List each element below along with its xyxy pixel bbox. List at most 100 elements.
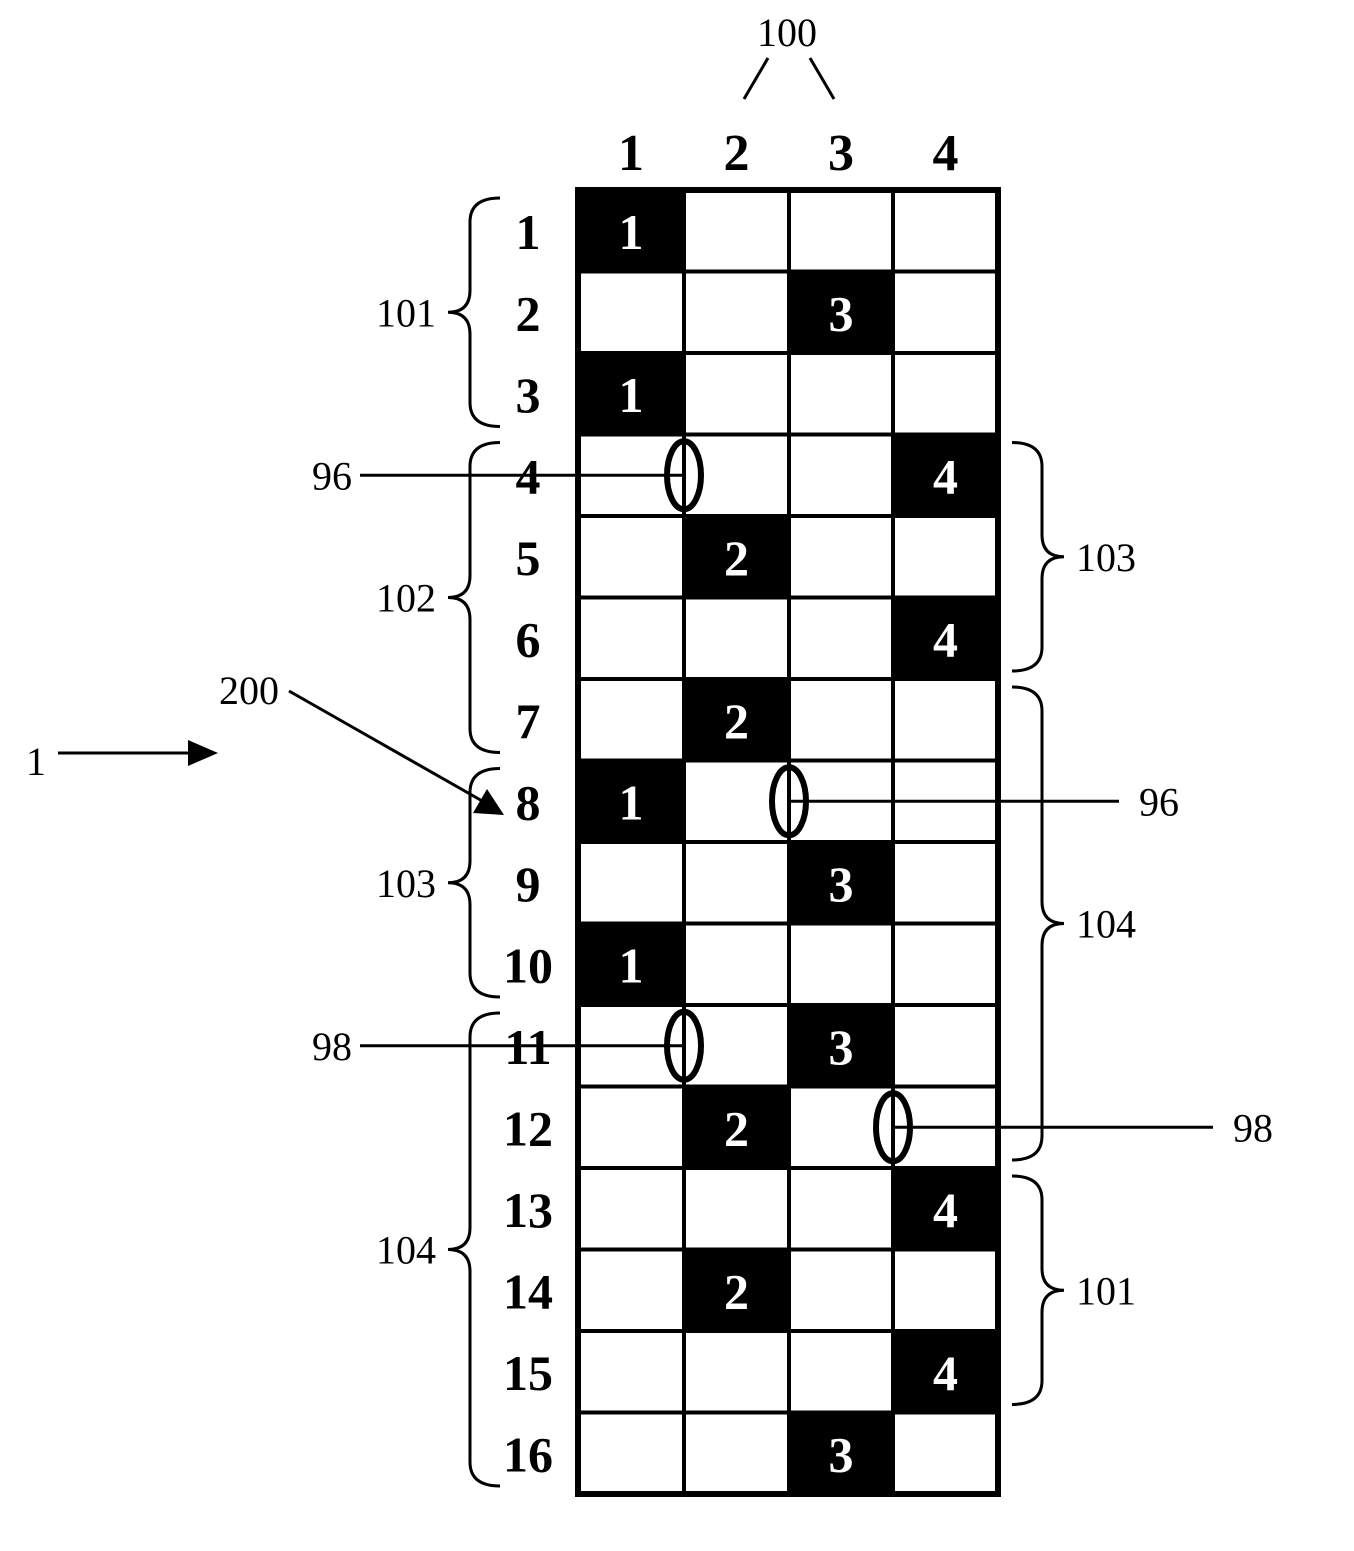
grid-cell-empty: [578, 1250, 684, 1332]
grid-cell-empty: [789, 679, 893, 761]
grid-cell-empty: [789, 1250, 893, 1332]
grid-cell-empty: [893, 516, 998, 598]
grid-cell-empty: [684, 924, 789, 1006]
grid-cell-empty: [789, 435, 893, 517]
grid-cell-empty: [789, 516, 893, 598]
grid-cell-empty: [893, 190, 998, 272]
grid-cell-empty: [684, 353, 789, 435]
left-brace-label: 101: [376, 290, 436, 335]
row-header: 3: [516, 367, 541, 423]
cell-value: 1: [619, 367, 644, 423]
column-header: 3: [828, 125, 854, 182]
grid-cell-empty: [893, 924, 998, 1006]
row-header: 12: [503, 1100, 553, 1156]
grid-cell-empty: [684, 190, 789, 272]
pointer-arrow-head: [188, 740, 218, 766]
grid-cell-empty: [893, 1005, 998, 1087]
row-headers: 12345678910111213141516: [503, 204, 553, 1483]
cell-value: 4: [933, 1345, 958, 1401]
cell-value: 3: [829, 856, 854, 912]
cell-value: 2: [724, 1100, 749, 1156]
cell-value: 1: [619, 774, 644, 830]
grid-cell-empty: [684, 842, 789, 924]
cell-value: 1: [619, 937, 644, 993]
column-header: 1: [618, 125, 644, 182]
marker-label: 96: [1139, 779, 1179, 824]
arrow-200-shaft: [289, 691, 484, 802]
row-header: 14: [503, 1263, 553, 1319]
left-brace-label: 103: [376, 861, 436, 906]
grid-cell-empty: [789, 353, 893, 435]
cell-value: 4: [933, 448, 958, 504]
cell-value: 3: [829, 285, 854, 341]
grid-cell-empty: [684, 1413, 789, 1495]
arrow-200-head: [473, 789, 504, 815]
grid-cell-empty: [893, 272, 998, 354]
column-headers: 1 2 3 4: [618, 125, 959, 182]
row-header: 8: [516, 774, 541, 830]
row-header: 13: [503, 1182, 553, 1238]
grid-label: 100: [757, 10, 817, 55]
grid-cell-empty: [684, 1331, 789, 1413]
grid-cell-empty: [578, 1413, 684, 1495]
pointer-label: 1: [26, 739, 46, 784]
grid-cell-empty: [789, 1331, 893, 1413]
grid-cell-empty: [893, 679, 998, 761]
left-brace-label: 102: [376, 576, 436, 621]
cell-value: 2: [724, 530, 749, 586]
grid-cell-empty: [684, 598, 789, 680]
cell-value: 3: [829, 1019, 854, 1075]
grid-cell-empty: [578, 598, 684, 680]
row-header: 7: [516, 693, 541, 749]
left-brace: [448, 443, 500, 753]
right-brace-label: 103: [1076, 535, 1136, 580]
grid-cell-empty: [578, 679, 684, 761]
column-header: 4: [933, 125, 959, 182]
grid-cell-empty: [578, 1168, 684, 1250]
grid-cell-empty: [578, 1087, 684, 1169]
row-header: 5: [516, 530, 541, 586]
grid-cell-empty: [578, 842, 684, 924]
grid-cell-empty: [893, 353, 998, 435]
row-header: 2: [516, 285, 541, 341]
grid-cell-empty: [789, 190, 893, 272]
right-brace: [1012, 1176, 1064, 1405]
cell-value: 2: [724, 1263, 749, 1319]
row-header: 10: [503, 937, 553, 993]
grid-cell-empty: [893, 1413, 998, 1495]
right-brace-label: 104: [1076, 902, 1136, 947]
marker-label: 98: [1233, 1105, 1273, 1150]
arrow-label: 200: [219, 668, 279, 713]
grid-cell-empty: [578, 1331, 684, 1413]
cell-value: 2: [724, 693, 749, 749]
grid-cell-empty: [893, 1250, 998, 1332]
grid-cell-empty: [578, 516, 684, 598]
row-header: 1: [516, 204, 541, 260]
right-brace-label: 101: [1076, 1268, 1136, 1313]
grid-label-leader-left: [744, 58, 768, 99]
column-header: 2: [724, 125, 750, 182]
grid-label-leader-right: [810, 58, 834, 99]
row-header: 9: [516, 856, 541, 912]
right-brace: [1012, 687, 1064, 1160]
left-brace: [448, 198, 500, 427]
cell-value: 1: [619, 204, 644, 260]
row-header: 16: [503, 1426, 553, 1482]
grid-cell-empty: [789, 924, 893, 1006]
left-brace: [448, 1013, 500, 1486]
marker-label: 98: [312, 1024, 352, 1069]
marker-label: 96: [312, 453, 352, 498]
left-brace-label: 104: [376, 1228, 436, 1273]
cell-value: 4: [933, 611, 958, 667]
cell-value: 4: [933, 1182, 958, 1238]
grid-cell-empty: [789, 1168, 893, 1250]
grid-cell-empty: [578, 272, 684, 354]
grid-cell-empty: [893, 842, 998, 924]
right-brace: [1012, 443, 1064, 672]
row-header: 15: [503, 1345, 553, 1401]
grid-cell-empty: [684, 1168, 789, 1250]
row-header: 6: [516, 611, 541, 667]
cell-value: 3: [829, 1426, 854, 1482]
grid-cell-empty: [684, 272, 789, 354]
